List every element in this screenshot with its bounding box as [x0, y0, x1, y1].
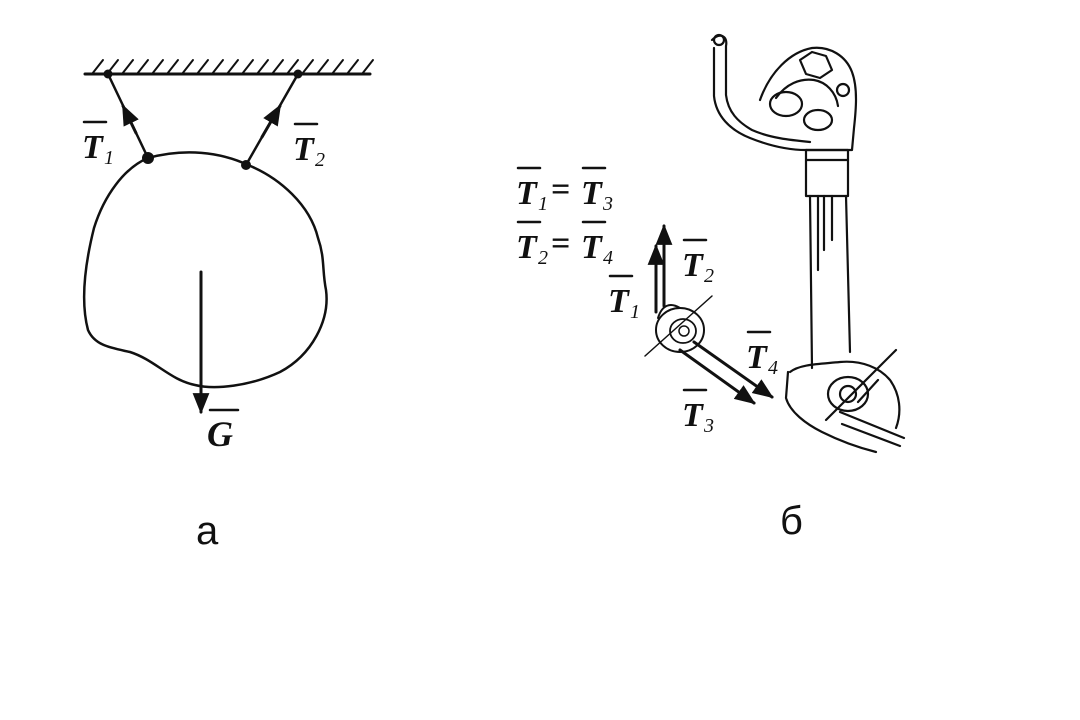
- label-t1: T 1: [82, 120, 114, 169]
- hatch-line: [151, 59, 164, 75]
- hatch-line: [301, 59, 314, 75]
- hatch-line: [361, 59, 374, 75]
- svg-text:4: 4: [768, 357, 778, 379]
- label-g: G: [207, 408, 240, 454]
- svg-text:T: T: [682, 397, 704, 434]
- svg-text:2: 2: [704, 265, 714, 287]
- svg-text:1: 1: [538, 193, 548, 215]
- svg-text:T: T: [516, 229, 538, 266]
- svg-text:3: 3: [602, 193, 613, 215]
- equation-2: T 2 = T 4: [516, 220, 613, 269]
- hatch-line: [181, 59, 194, 75]
- label-b-t2: T 2: [682, 238, 714, 287]
- svg-text:T: T: [581, 229, 603, 266]
- panel-a: T 1 T 2 G а: [82, 59, 374, 553]
- svg-text:T: T: [82, 129, 104, 166]
- hatch-line: [286, 59, 299, 75]
- lifting-device: [710, 33, 906, 454]
- svg-text:1: 1: [104, 147, 114, 169]
- svg-text:T: T: [682, 247, 704, 284]
- hatch-line: [166, 59, 179, 75]
- hatch-line: [256, 59, 269, 75]
- svg-text:2: 2: [315, 149, 325, 171]
- svg-text:2: 2: [538, 247, 548, 269]
- hatch-line: [331, 59, 344, 75]
- svg-text:3: 3: [703, 415, 714, 437]
- svg-text:4: 4: [603, 247, 613, 269]
- svg-text:T: T: [293, 131, 315, 168]
- anchor-point-left: [103, 69, 113, 79]
- hatch-line: [136, 59, 149, 75]
- suspended-body: [82, 151, 328, 389]
- attach-point-right: [241, 160, 251, 170]
- attach-point-left: [142, 152, 154, 164]
- svg-text:T: T: [608, 283, 630, 320]
- hatch-line: [211, 59, 224, 75]
- hatch-line: [346, 59, 359, 75]
- hatch-line: [241, 59, 254, 75]
- svg-text:=: =: [551, 171, 570, 208]
- label-t2: T 2: [293, 122, 325, 171]
- equation-1: T 1 = T 3: [516, 166, 613, 215]
- hatch-line: [91, 59, 104, 75]
- hatch-line: [226, 59, 239, 75]
- hatch-line: [121, 59, 134, 75]
- pulley-detail: [644, 295, 713, 357]
- svg-text:G: G: [207, 414, 233, 454]
- label-b-t1: T 1: [608, 274, 640, 323]
- hatch-line: [316, 59, 329, 75]
- arrow-t1: [121, 104, 139, 135]
- hatch-line: [271, 59, 284, 75]
- arrow-t2: [260, 104, 282, 139]
- arrow-b-t4: [692, 340, 774, 399]
- hatch-line: [196, 59, 209, 75]
- arrow-b-t3: [678, 348, 756, 405]
- svg-text:1: 1: [630, 301, 640, 323]
- caption-a: а: [196, 509, 219, 553]
- svg-text:T: T: [581, 175, 603, 212]
- anchor-point-right: [293, 69, 303, 79]
- label-b-t4: T 4: [746, 330, 778, 379]
- label-b-t3: T 3: [682, 388, 714, 437]
- caption-b: б: [780, 499, 803, 543]
- ceiling-support: [83, 59, 374, 76]
- svg-text:T: T: [746, 339, 768, 376]
- panel-b: T 1 = T 3 T 2 = T 4: [516, 33, 906, 543]
- svg-text:=: =: [551, 225, 570, 262]
- svg-text:T: T: [516, 175, 538, 212]
